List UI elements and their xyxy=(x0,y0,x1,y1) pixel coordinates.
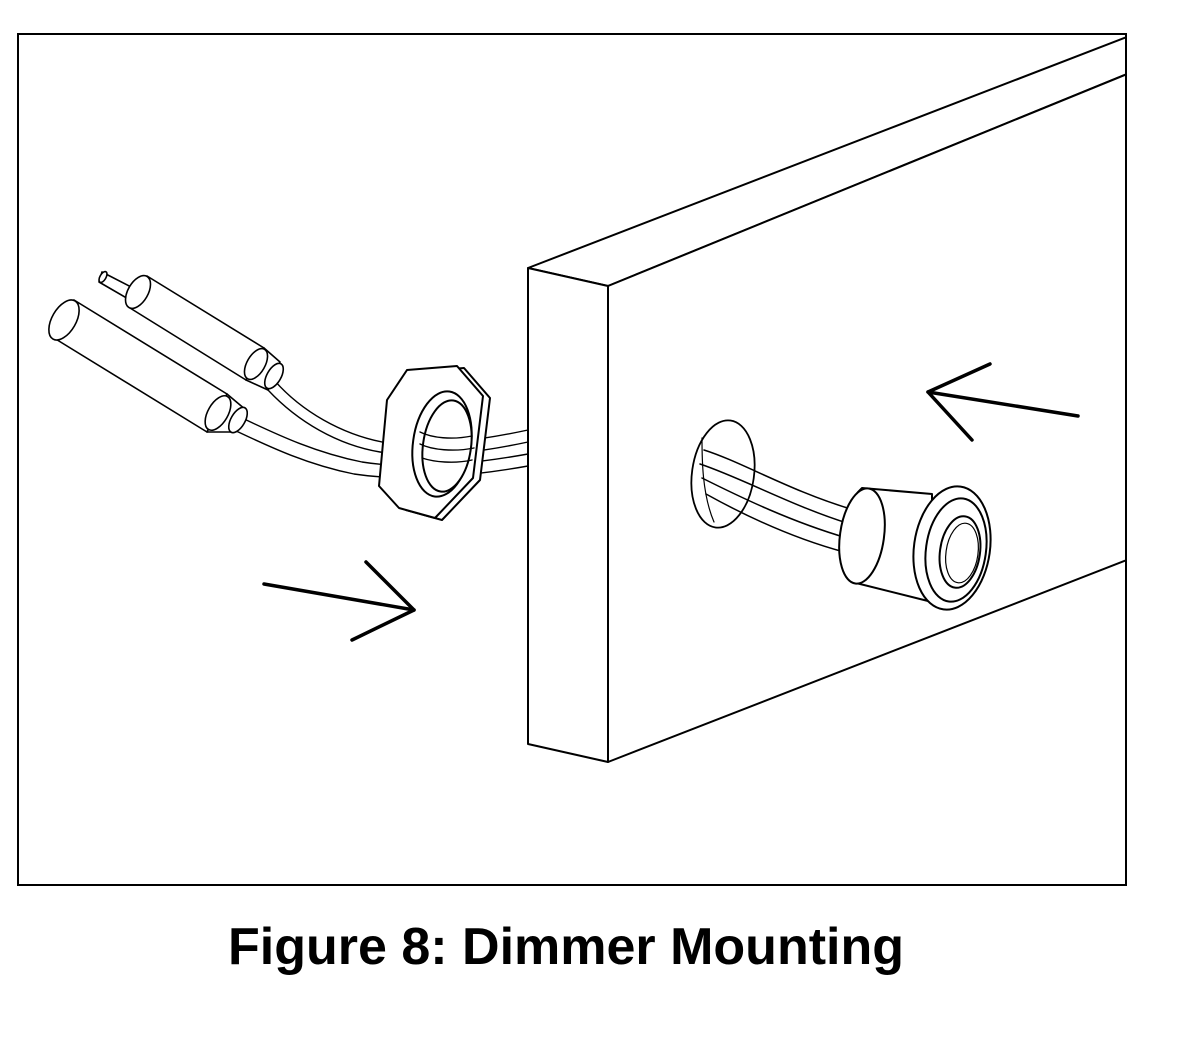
dimmer-switch-icon xyxy=(838,485,992,611)
panel-board-icon xyxy=(527,36,1125,763)
hex-nut-icon xyxy=(378,365,491,521)
figure-frame xyxy=(17,33,1127,886)
arrow-left-icon xyxy=(926,362,1080,442)
connector-upper-icon xyxy=(98,270,285,391)
figure-caption: Figure 8: Dimmer Mounting xyxy=(228,918,904,976)
dimmer-mounting-illustration xyxy=(48,36,1125,763)
connector-lower-icon xyxy=(48,299,249,434)
dimmer-wires-icon xyxy=(699,449,855,553)
arrow-right-icon xyxy=(262,560,416,642)
mounting-hole-icon xyxy=(690,419,756,529)
